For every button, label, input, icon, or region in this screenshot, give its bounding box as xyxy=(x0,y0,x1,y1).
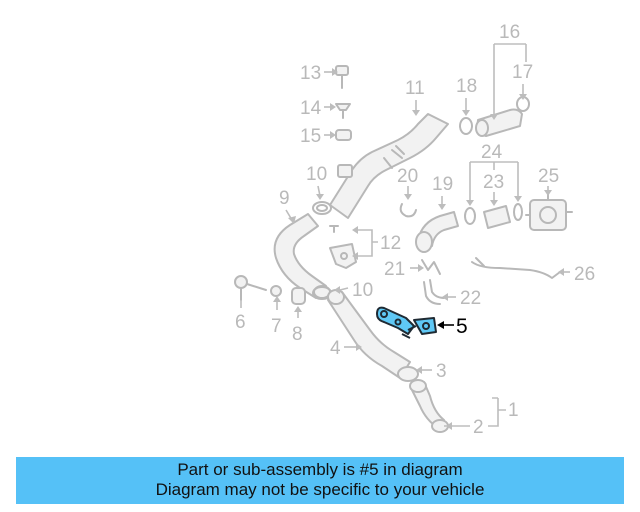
part-14-screw xyxy=(335,103,351,119)
part-7-washer xyxy=(270,285,282,297)
callout-10-upper: 10 xyxy=(306,164,327,185)
part-12-bracket xyxy=(329,225,357,269)
callout-13: 13 xyxy=(300,63,321,84)
banner-line-1: Part or sub-assembly is #5 in diagram xyxy=(177,460,463,479)
callout-24: 24 xyxy=(481,142,503,163)
callout-11: 11 xyxy=(405,78,425,99)
callout-17: 17 xyxy=(512,62,533,83)
callout-6: 6 xyxy=(235,312,246,333)
parts-diagram: 1 2 3 4 5 6 7 8 9 10 10 11 12 13 14 15 1… xyxy=(234,22,595,438)
callout-14: 14 xyxy=(300,98,322,119)
part-19-hose xyxy=(415,211,459,253)
callout-22: 22 xyxy=(460,288,481,309)
callout-5: 5 xyxy=(456,315,468,338)
part-21-bracket xyxy=(421,259,441,275)
part-13-bolt xyxy=(335,65,349,89)
part-4-pipe xyxy=(327,289,411,379)
part-20-clip xyxy=(399,203,417,218)
callout-16: 16 xyxy=(499,22,520,43)
part-23-hose xyxy=(464,203,523,229)
part-26-line xyxy=(471,257,561,279)
callout-23: 23 xyxy=(483,172,504,193)
callout-2: 2 xyxy=(473,417,484,438)
part-18-clamp xyxy=(459,117,473,135)
callout-4: 4 xyxy=(330,338,341,359)
part-3-clamp xyxy=(397,366,419,382)
callout-7: 7 xyxy=(271,316,282,337)
callout-25: 25 xyxy=(538,166,559,187)
part-9-hose xyxy=(273,213,331,299)
part-10-clamp-upper xyxy=(312,201,332,215)
part-11-hose xyxy=(329,113,449,219)
callout-1: 1 xyxy=(508,400,519,421)
callout-26: 26 xyxy=(574,264,595,285)
part-25-valve xyxy=(525,193,573,231)
callout-19: 19 xyxy=(432,174,453,195)
callout-3: 3 xyxy=(436,361,447,382)
callout-18: 18 xyxy=(456,76,477,97)
callout-20: 20 xyxy=(397,166,418,187)
callout-21: 21 xyxy=(384,259,405,280)
info-banner: Part or sub-assembly is #5 in diagram Di… xyxy=(16,457,624,504)
leader-lines xyxy=(240,43,570,430)
part-22-bracket xyxy=(423,279,445,305)
callout-12: 12 xyxy=(380,233,401,254)
part-16-hose xyxy=(475,108,523,137)
part-5-bracket-highlighted[interactable] xyxy=(376,306,437,339)
part-15-nut xyxy=(335,129,352,141)
banner-line-2: Diagram may not be specific to your vehi… xyxy=(155,480,485,499)
part-8-bushing xyxy=(291,287,306,305)
part-6-bolt xyxy=(234,275,267,301)
callout-10-lower: 10 xyxy=(352,280,373,301)
callout-9: 9 xyxy=(279,188,290,209)
callout-15: 15 xyxy=(300,126,321,147)
callout-8: 8 xyxy=(292,324,303,345)
callout-labels: 1 2 3 4 5 6 7 8 9 10 10 11 12 13 14 15 1… xyxy=(235,22,595,438)
